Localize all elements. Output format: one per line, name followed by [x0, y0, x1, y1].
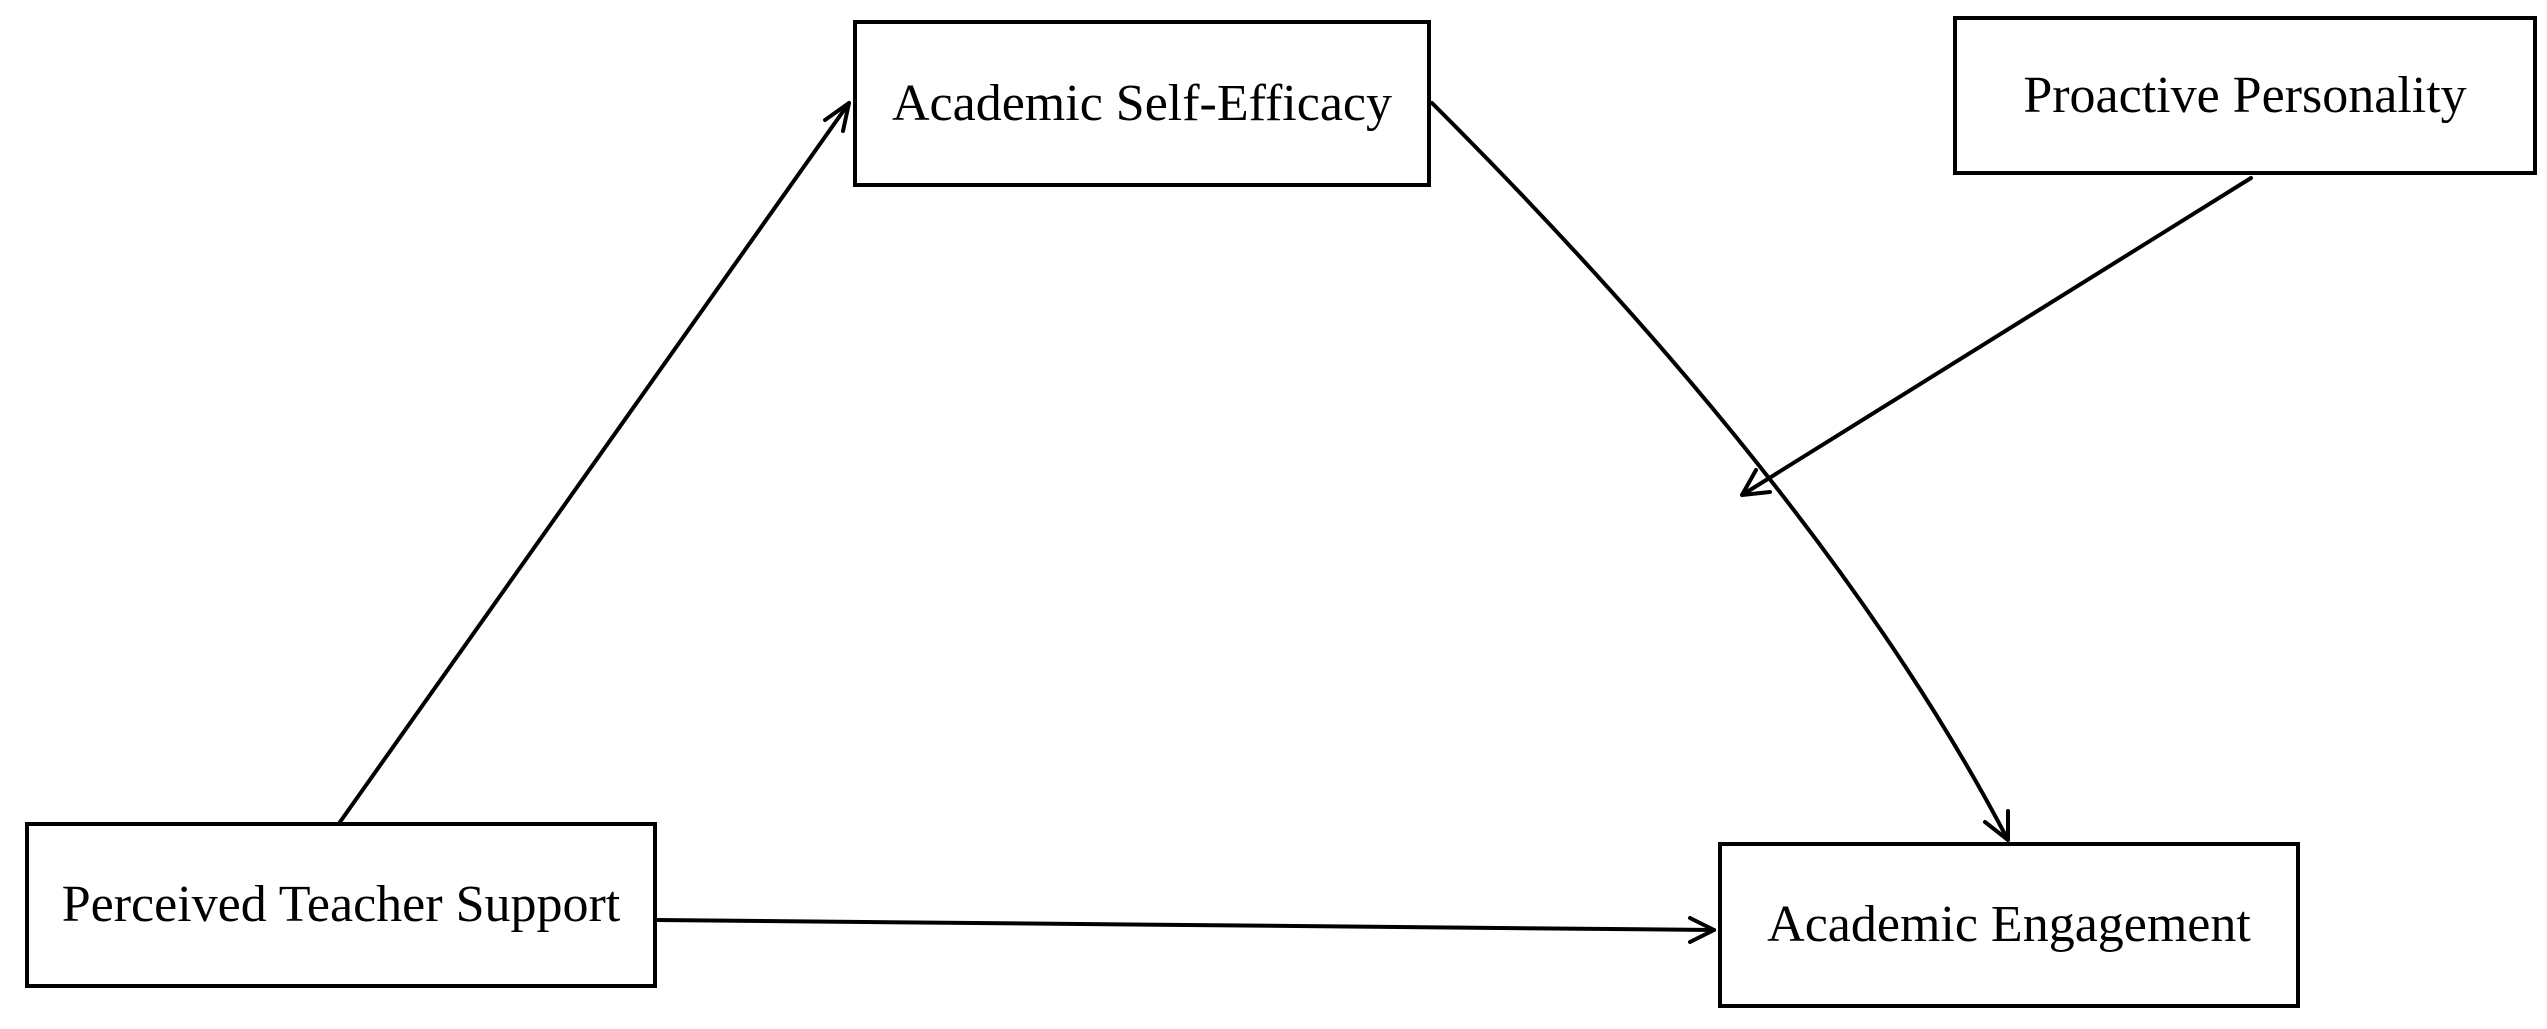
arrow-teacher-support-to-engagement — [655, 916, 1716, 944]
node-academic-engagement: Academic Engagement — [1718, 842, 2300, 1008]
node-perceived-teacher-support: Perceived Teacher Support — [25, 822, 657, 988]
node-label-academic-self-efficacy: Academic Self-Efficacy — [892, 74, 1392, 132]
node-proactive-personality: Proactive Personality — [1953, 16, 2537, 175]
node-label-academic-engagement: Academic Engagement — [1767, 896, 2251, 953]
arrow-self-efficacy-to-engagement — [1430, 101, 2010, 842]
node-academic-self-efficacy: Academic Self-Efficacy — [853, 20, 1431, 187]
arrow-teacher-support-to-self-efficacy — [338, 101, 851, 824]
arrow-proactive-personality-moderation — [1740, 176, 2253, 497]
node-label-proactive-personality: Proactive Personality — [2023, 66, 2467, 124]
node-label-perceived-teacher-support: Perceived Teacher Support — [61, 876, 621, 933]
